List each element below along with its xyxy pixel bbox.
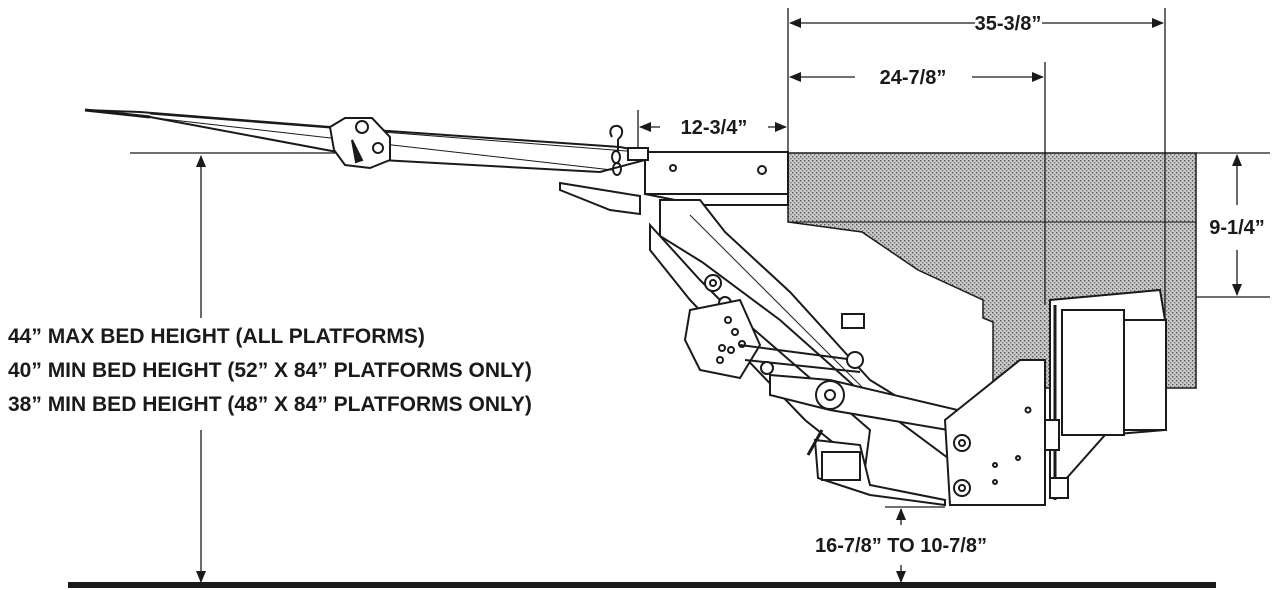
ground-clearance-label: 16-7/8” TO 10-7/8” [815,535,987,557]
mount-depth-label: 24-7/8” [880,67,947,89]
mount-frame [627,147,789,206]
sill-height-label: 9-1/4” [1209,217,1265,239]
bed-height-note-min-48: 38” MIN BED HEIGHT (48” X 84” PLATFORMS … [8,393,532,416]
dimension-arrows [196,18,1242,583]
platform [84,108,646,216]
linkage-plate [683,298,1002,440]
bed-height-note-min-52: 40” MIN BED HEIGHT (52” X 84” PLATFORMS … [8,359,532,382]
extension-offset-label: 12-3/4” [681,117,748,139]
bed-height-note-max: 44” MAX BED HEIGHT (ALL PLATFORMS) [8,325,425,348]
hook-chain [609,124,624,176]
tail-light-housing [1044,288,1167,500]
overall-depth-label: 35-3/8” [975,13,1042,35]
